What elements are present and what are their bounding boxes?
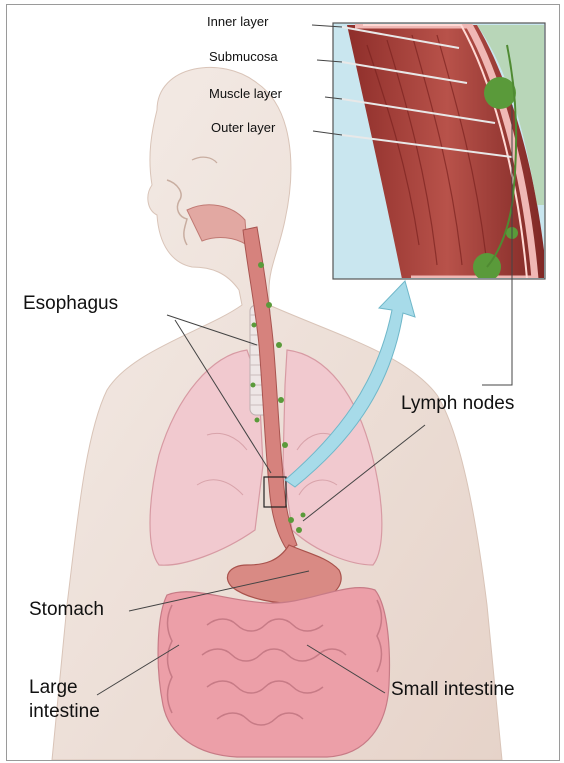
label-small-intestine: Small intestine (391, 679, 515, 701)
label-outer-layer: Outer layer (211, 121, 275, 136)
anatomy-illustration (7, 5, 559, 760)
label-lymph-nodes: Lymph nodes (401, 393, 514, 415)
label-submucosa: Submucosa (209, 50, 278, 65)
label-inner-layer: Inner layer (207, 15, 268, 30)
label-large-intestine-line1: Large (29, 677, 78, 699)
inset-detail (333, 23, 547, 281)
label-large-intestine-line2: intestine (29, 701, 100, 723)
label-stomach: Stomach (29, 599, 104, 621)
diagram-frame: Inner layer Submucosa Muscle layer Outer… (6, 4, 560, 761)
label-muscle-layer: Muscle layer (209, 87, 282, 102)
intestines (158, 588, 389, 757)
label-esophagus: Esophagus (23, 293, 118, 315)
